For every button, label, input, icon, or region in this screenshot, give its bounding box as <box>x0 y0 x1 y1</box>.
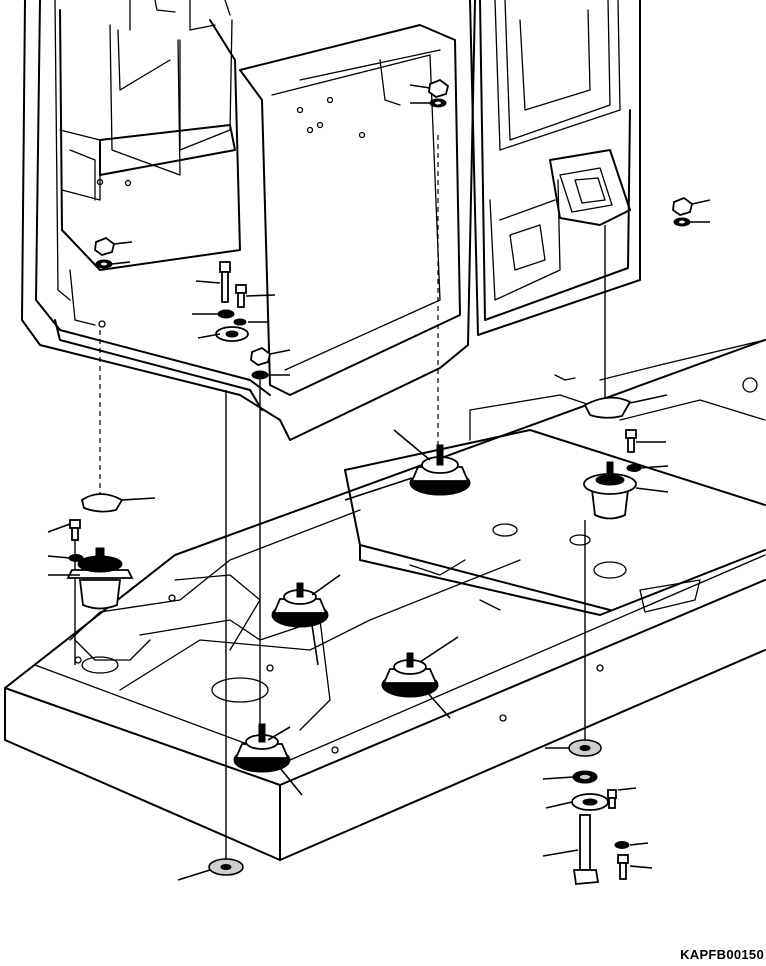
damper-mount <box>271 582 329 628</box>
washer-icon <box>626 464 642 472</box>
nut-icon <box>672 196 694 216</box>
stopper-plate-icon <box>568 739 602 757</box>
washer-icon <box>429 98 447 108</box>
stopper-plate-icon <box>208 858 244 876</box>
nut-icon <box>428 78 450 98</box>
mount-bolt-icon <box>607 789 617 809</box>
washer-icon <box>673 217 691 227</box>
washer-icon <box>251 370 269 380</box>
washer-icon <box>572 770 598 784</box>
nut-icon <box>94 236 116 256</box>
figure-id-code: KAPFB00150 <box>680 947 764 962</box>
stopper-plate-icon <box>215 326 249 342</box>
damper-mount <box>381 652 439 698</box>
mount-bolt-icon <box>617 854 629 880</box>
washer-icon <box>68 554 84 562</box>
mount-bolt-icon <box>69 519 81 541</box>
stopper-plate-icon <box>583 396 632 419</box>
washer-icon <box>614 841 630 849</box>
stopper-plate-icon <box>571 793 609 811</box>
washer-icon <box>95 259 113 269</box>
floor-frame-outline <box>4 339 766 861</box>
washer-icon <box>217 309 235 319</box>
damper-mount <box>409 444 471 496</box>
damper-mount <box>583 461 637 520</box>
mount-bolt-icon <box>219 261 231 303</box>
cab-frame-outline <box>21 0 641 441</box>
nut-icon <box>250 346 272 366</box>
mount-bolt-icon <box>625 429 637 453</box>
mount-bolt-icon <box>235 284 247 308</box>
washer-icon <box>233 318 247 326</box>
leader-line <box>47 84 711 881</box>
damper-mount <box>66 547 134 610</box>
mount-bolt-icon <box>572 814 600 885</box>
stopper-plate-icon <box>80 493 124 513</box>
